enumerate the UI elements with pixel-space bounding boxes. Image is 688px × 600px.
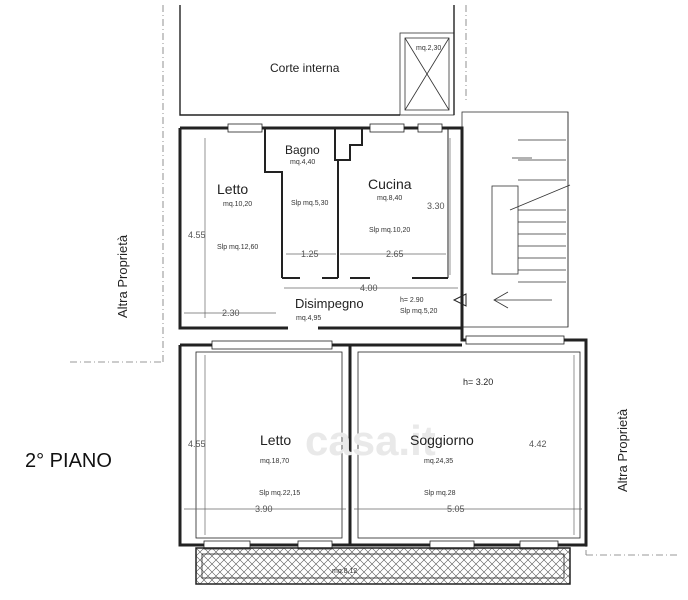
letto-bottom-area: mq.18,70 [260, 458, 289, 465]
letto-top-area: mq.10,20 [223, 201, 252, 208]
neighbor-right: Altra Proprietà [615, 408, 630, 492]
bagno-name: Bagno [285, 143, 320, 157]
dim-3-30: 3.30 [427, 201, 445, 211]
letto-top-slp: Slp mq.12,60 [217, 244, 258, 251]
dim-4-55-bottom: 4.55 [188, 439, 206, 449]
balcony-area: mq.8,12 [332, 568, 357, 575]
neighbor-left: Altra Proprietà [115, 234, 130, 318]
balcony [195, 547, 571, 585]
soggiorno-height: h= 3.20 [463, 377, 493, 387]
dim-4-42: 4.42 [529, 439, 547, 449]
disimpegno-slp: Slp mq.5,20 [400, 308, 437, 315]
cucina-name: Cucina [368, 176, 412, 192]
dim-2-65: 2.65 [386, 249, 404, 259]
windows [203, 123, 565, 550]
door-symbol [452, 293, 467, 307]
walls [178, 5, 588, 547]
dim-3-90: 3.90 [255, 504, 273, 514]
soggiorno-area: mq.24,35 [424, 458, 453, 465]
dim-4-55-top: 4.55 [188, 230, 206, 240]
bagno-area: mq.4,40 [290, 159, 315, 166]
dim-1-25: 1.25 [301, 249, 319, 259]
disimpegno-area: mq.4,95 [296, 315, 321, 322]
watermark: casa.it [305, 417, 436, 464]
soggiorno-slp: Slp mq.28 [424, 490, 456, 497]
soggiorno-name: Soggiorno [410, 432, 474, 448]
cucina-area: mq.8,40 [377, 195, 402, 202]
letto-top-name: Letto [217, 181, 248, 197]
disimpegno-name: Disimpegno [295, 296, 364, 311]
property-boundary-lines [70, 5, 680, 556]
shaft-area: mq.2,30 [416, 45, 441, 52]
disimpegno-height: h= 2.90 [400, 297, 424, 304]
cucina-slp: Slp mq.10,20 [369, 227, 410, 234]
dim-2-30: 2.30 [222, 308, 240, 318]
letto-bottom-slp: Slp mq.22,15 [259, 490, 300, 497]
dimension-lines [184, 138, 582, 535]
floor-label: 2° PIANO [25, 450, 112, 472]
courtyard-name: Corte interna [270, 61, 340, 75]
bagno-slp: Slp mq.5,30 [291, 200, 328, 207]
dim-4-00: 4.00 [360, 283, 378, 293]
dim-5-05: 5.05 [447, 504, 465, 514]
letto-bottom-name: Letto [260, 432, 291, 448]
stairwell [461, 111, 571, 328]
